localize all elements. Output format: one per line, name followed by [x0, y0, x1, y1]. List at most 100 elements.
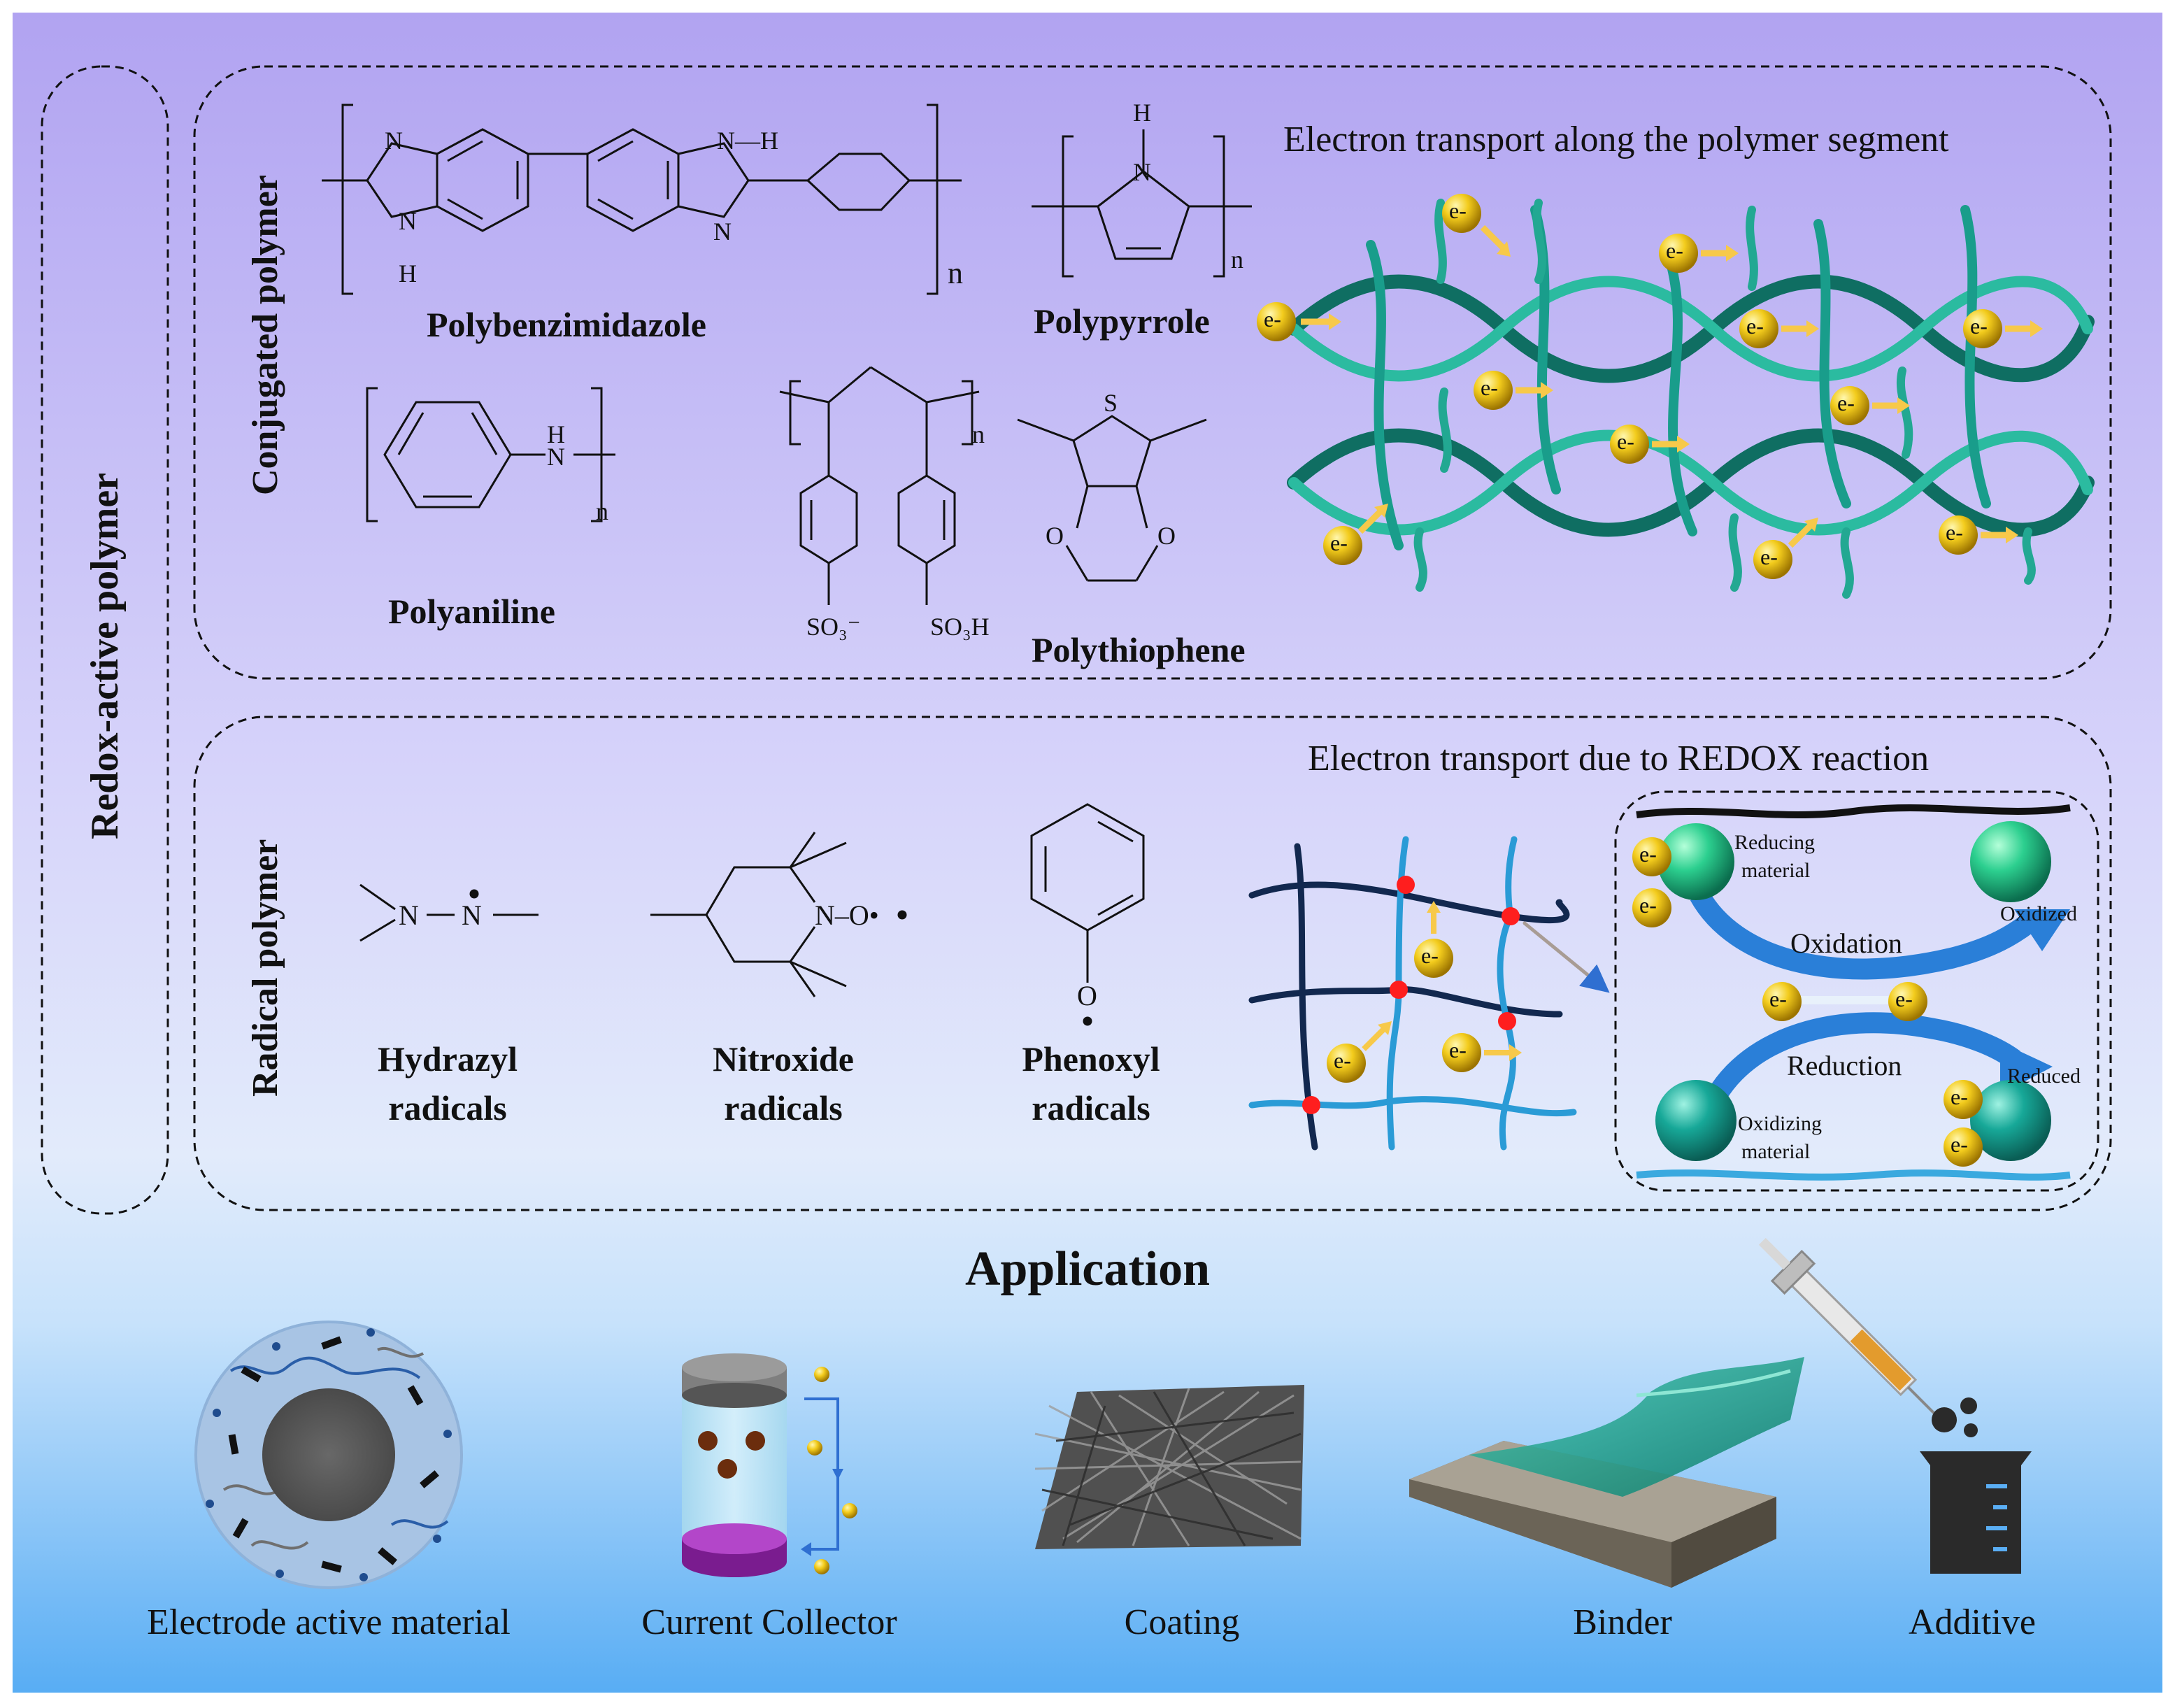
atom-s: S [1104, 389, 1118, 417]
reduced-label: Reduced [2007, 1065, 2081, 1088]
electron-label: e- [1481, 375, 1498, 400]
phenoxyl-label-line1: Phenoxyl [1022, 1039, 1160, 1079]
conjugated-transport-title: Electron transport along the polymer seg… [1283, 120, 1949, 159]
electron [1753, 518, 1818, 579]
electron-label: e- [1449, 198, 1467, 223]
conjugated-polymer-frame [193, 65, 2112, 680]
atom-n: N [1133, 158, 1151, 186]
atom-n: N [399, 899, 419, 931]
atom-h: H [1133, 99, 1151, 127]
conjugated-polymer-label: Conjugated polymer [245, 175, 285, 495]
electron [1830, 386, 1910, 425]
polybenzimidazole-label: Polybenzimidazole [427, 305, 706, 344]
atom-nh: N—H [717, 127, 778, 155]
coating-icon [1034, 1385, 1304, 1549]
conjugated-electrons [1257, 194, 2043, 579]
application-title: Application [964, 1242, 1211, 1296]
electron [1632, 888, 1671, 927]
electron-label: e- [1760, 544, 1778, 569]
app-label-additive: Additive [1909, 1602, 2036, 1642]
radical-polymer-label: Radical polymer [245, 839, 285, 1097]
electron [1944, 1127, 1983, 1167]
oxidized-label: Oxidized [2000, 902, 2077, 925]
redox-active-frame [41, 65, 169, 1215]
repeat-n: n [972, 420, 985, 448]
electron [1323, 504, 1388, 565]
repeat-n: n [1231, 245, 1243, 273]
electron [1963, 309, 2043, 348]
atom-n: N [399, 207, 417, 235]
radical-polymer-frame [193, 716, 2112, 1211]
electron [1442, 1033, 1522, 1072]
electron-label: e- [1421, 943, 1439, 968]
polyaniline-label: Polyaniline [388, 592, 555, 631]
reducing-material-line2: material [1741, 859, 1811, 882]
current-collector-icon [682, 1353, 857, 1577]
electron-label: e- [1951, 1132, 1968, 1157]
atom-n: N [385, 127, 403, 155]
electron [1610, 425, 1690, 464]
oxidizing-material-line2: material [1741, 1140, 1811, 1163]
electron-label: e- [1617, 429, 1634, 454]
reducing-material-line1: Reducing [1734, 831, 1815, 854]
atom-o: O [1046, 522, 1064, 550]
sulfonic-acid-label: SO₃H [930, 613, 990, 641]
redox-inset [1632, 804, 2071, 1181]
electron-label: e- [1895, 986, 1913, 1011]
polypyrrole-structure [1032, 129, 1252, 278]
conjugated-chain-network [1287, 199, 2095, 599]
electron-label: e- [1970, 313, 1988, 339]
hydrazyl-label-line1: Hydrazyl [378, 1039, 518, 1079]
polyaniline-structure [366, 387, 615, 522]
electron-label: e- [1951, 1084, 1968, 1109]
polythiophene-structure [1017, 415, 1207, 582]
redox-active-polymer-label: Redox-active polymer [83, 472, 127, 839]
electron-label: e- [1330, 530, 1348, 555]
app-label-coating: Coating [1124, 1602, 1240, 1642]
atom-o: O [1157, 522, 1176, 550]
electron-label: e- [1769, 986, 1787, 1011]
electron-label: e- [1449, 1037, 1467, 1062]
electron [1632, 837, 1671, 876]
electron [1257, 302, 1341, 341]
electron-label: e- [1946, 520, 1963, 545]
electron [1414, 901, 1453, 978]
hydrazyl-label-line2: radicals [388, 1088, 507, 1127]
sulfonate-label: SO₃⁻ [806, 613, 861, 641]
atom-n: N [547, 443, 565, 471]
nitroxide-group: N–O• [815, 899, 879, 931]
atom-o: O [1077, 980, 1097, 1011]
electron [1442, 194, 1511, 257]
hydrazyl-structure [359, 883, 539, 942]
phenoxyl-label-line2: radicals [1032, 1088, 1150, 1127]
electron [1659, 234, 1739, 273]
atom-h: H [547, 420, 565, 448]
atom-h: H [399, 259, 417, 287]
reduction-label: Reduction [1787, 1050, 1902, 1081]
electron [1739, 309, 1819, 348]
atom-n: N [462, 899, 482, 931]
electron-label: e- [1639, 892, 1657, 918]
pss-structure [779, 366, 980, 605]
electron [1939, 515, 2018, 555]
atom-n: N [713, 218, 732, 245]
electron-label: e- [1264, 306, 1281, 332]
nitroxide-structure [650, 832, 907, 997]
radical-transport-title: Electron transport due to REDOX reaction [1308, 739, 1930, 778]
electron [1762, 982, 1802, 1021]
phenoxyl-structure [1030, 803, 1145, 1026]
electron [1327, 1021, 1392, 1083]
electron-label: e- [1746, 313, 1764, 339]
electron [1888, 982, 1927, 1021]
radical-network-electrons [1327, 901, 1522, 1083]
radical-nodes [1302, 876, 1520, 1114]
electrode-active-material-icon [194, 1321, 463, 1589]
electron-label: e- [1666, 238, 1683, 263]
electron-label: e- [1639, 841, 1657, 867]
electron-label: e- [1334, 1048, 1351, 1073]
electron-label: e- [1837, 390, 1855, 415]
oxidation-label: Oxidation [1790, 927, 1902, 959]
binder-icon [1409, 1357, 1804, 1588]
